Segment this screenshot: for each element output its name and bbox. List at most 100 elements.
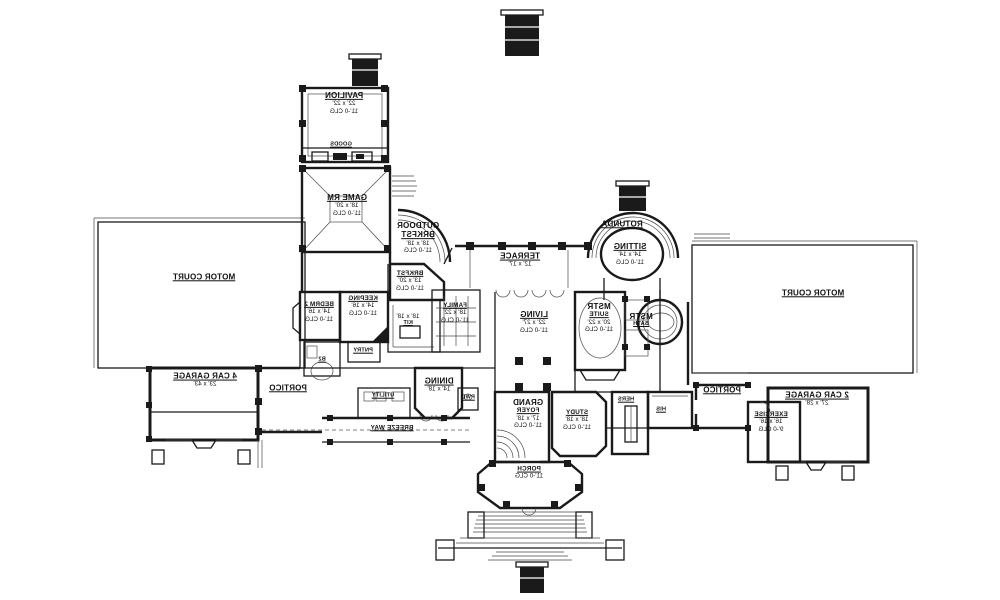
room-clg: 11'-0 CLG: [304, 315, 334, 323]
room-dims: 18' x 20': [335, 202, 359, 210]
room-name: FAMILY: [443, 301, 467, 309]
room-label-breeze-way: BREEZE WAY: [370, 424, 413, 431]
room-name: BEDRM 2: [304, 300, 334, 308]
breezeway-outline: [262, 415, 470, 445]
room-label-game-rm: GAME RM 18' x 20' 11'-0 CLG: [327, 193, 367, 217]
room-name: STUDY: [565, 408, 589, 416]
room-label-mstr-suite: MSTR SUITE 20' x 22' 11'-0 CLG: [585, 302, 613, 334]
room-name: DINING: [424, 376, 454, 386]
room-clg: 11'-0 CLG: [519, 326, 549, 334]
bedroom2-outline: [292, 290, 342, 342]
his-closet-outline: [646, 390, 694, 430]
room-name: UTILITY: [371, 392, 395, 399]
room-label-hers: HERS: [618, 397, 634, 404]
room-name: MSTR: [629, 311, 653, 321]
room-dims: 14' x 18': [427, 386, 451, 394]
room-clg: 11'-0 CLG: [332, 209, 362, 217]
room-dims: 22' x 27': [522, 319, 546, 327]
powder-room-outline: [457, 387, 479, 411]
room-name: PWD: [461, 394, 475, 401]
room-clg: 11'-0 CLG: [395, 284, 425, 292]
room-clg: 9'-0 CLG: [758, 425, 784, 433]
room-name: GOODS: [330, 141, 352, 148]
room-name: BREEZE WAY: [370, 424, 414, 432]
room-dims: 14' x 16': [351, 302, 375, 310]
room-name: BRKFST: [396, 269, 424, 277]
room-name: HIS: [656, 406, 666, 413]
room-dims: 12' x 17': [508, 261, 532, 269]
room-name: PAVILION: [324, 90, 364, 100]
chimney-pavilion: [348, 53, 382, 86]
family-outline: [431, 289, 481, 353]
room-name: PORTICO: [703, 385, 741, 395]
room-name-2: BATH: [633, 321, 649, 328]
room-name: 4 CAR GARAGE: [173, 371, 237, 381]
room-clg: 11'-0 CLG: [513, 422, 543, 430]
room-dims: 18' x 18': [565, 416, 589, 424]
room-name: TERRACE: [499, 251, 541, 261]
room-label-brkfst: BRKFST 13' x 20' 11'-0 CLG: [396, 270, 424, 292]
study-outline: [550, 390, 608, 458]
room-label-b2: B2: [318, 357, 326, 364]
room-dims: 27' x 28': [805, 400, 829, 408]
room-name: MSTR: [587, 302, 611, 312]
room-name: HERS: [617, 396, 635, 403]
room-clg: 11'-0 CLG: [584, 326, 614, 334]
misc-walls: [300, 252, 389, 300]
room-label-his: HIS: [656, 407, 666, 414]
game-room-outline: [299, 165, 392, 254]
room-label-mstr-bath: MSTR BATH: [629, 312, 652, 328]
room-name: ROTUNDA: [601, 219, 643, 229]
room-clg: 11'-0 CLG: [615, 258, 645, 266]
room-name: PORCH: [517, 465, 541, 473]
room-dims: 18' x 22': [443, 309, 467, 317]
outdoor-brkfst-outline: [388, 208, 452, 264]
room-label-dining: DINING 14' x 18': [424, 377, 453, 394]
room-label-bedrm2: BEDRM 2 14' x 16' 11'-0 CLG: [304, 301, 334, 323]
room-name-2: SUITE: [589, 311, 609, 319]
garage-4car-outline: [146, 366, 263, 468]
grand-stair: [435, 511, 625, 593]
room-label-motor-court-right: MOTOR COURT: [782, 288, 845, 297]
room-name: SITTING: [613, 241, 647, 251]
room-label-2-car-garage: 2 CAR GARAGE 27' x 28': [785, 391, 849, 408]
room-label-pntry: PNTRY: [353, 348, 373, 355]
room-dims: 13' x 20': [398, 277, 422, 285]
room-name: 2 CAR GARAGE: [785, 390, 849, 400]
room-clg: 11'-0 CLG: [329, 107, 359, 115]
room-label-4-car-garage: 4 CAR GARAGE 23' x 43': [173, 372, 237, 389]
room-name: PORTICO: [269, 383, 307, 393]
room-dims: 23' x 43': [193, 381, 217, 389]
room-dims: 22' x 22': [332, 100, 356, 108]
porch-outline: [476, 460, 584, 516]
room-label-study: STUDY 18' x 18' 11'-0 CLG: [563, 409, 591, 431]
room-label-porch: PORCH 11'-0 CLG: [515, 466, 543, 481]
room-dims: 18' x 18': [396, 312, 420, 320]
room-label-exercise: EXERCISE 16' x 16' 9'-0 CLG: [754, 411, 787, 433]
room-name: EXERCISE: [754, 410, 788, 418]
room-name: MOTOR COURT: [172, 272, 236, 282]
chimney-top-center: [500, 9, 544, 56]
chimney-rotunda: [615, 180, 650, 211]
room-label-terrace: TERRACE 12' x 17': [500, 252, 540, 269]
terrace-outline: [443, 242, 592, 298]
room-clg: 11'-0 CLG: [440, 316, 470, 324]
room-label-family: FAMILY 18' x 22' 11'-0 CLG: [441, 302, 469, 324]
room-name: PNTRY: [353, 347, 373, 354]
room-name-2: BRKFST: [401, 230, 435, 240]
room-label-motor-court-left: MOTOR COURT: [173, 272, 236, 281]
room-name: MOTOR COURT: [781, 288, 845, 298]
room-label-living: LIVING 22' x 27' 11'-0 CLG: [520, 310, 548, 334]
room-label-portico-left: PORTICO: [269, 383, 307, 392]
room-label-outdoor-brkfst: OUTDOOR BRKFST 18' x 18' 11'-0 CLG: [397, 221, 439, 255]
room-label-portico-right: PORTICO: [703, 385, 741, 394]
room-label-pwd: PWD: [461, 395, 475, 402]
pantry-outline: [347, 341, 381, 363]
brkfst-bay-outline: [388, 262, 446, 302]
bath2-outline: [303, 341, 341, 381]
room-label-sitting: SITTING 14' x 14' 11'-0 CLG: [614, 242, 647, 266]
room-clg: 11'-0 CLG: [562, 423, 592, 431]
